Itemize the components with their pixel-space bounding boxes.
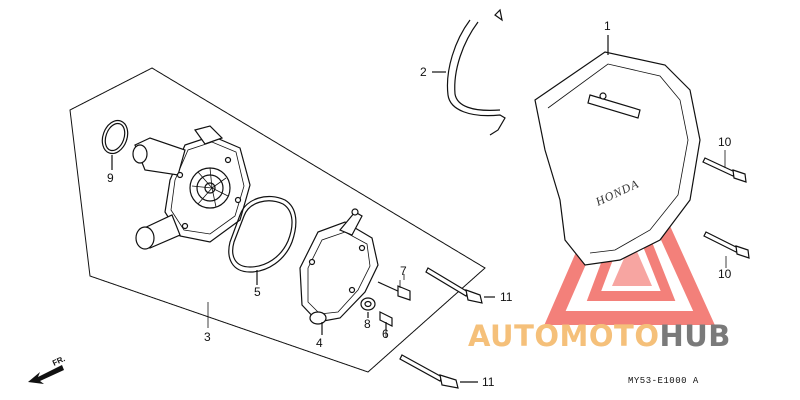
- watermark-text-secondary: HUB: [659, 319, 731, 353]
- pump-assembly-outline: [69, 67, 486, 373]
- callout-6: 6: [382, 327, 389, 341]
- long-bolt-lower-part-11: [399, 354, 478, 389]
- callout-5: 5: [254, 285, 261, 299]
- leader-lines: [207, 274, 405, 338]
- gasket-part-5: [228, 195, 297, 285]
- callout-3: 3: [204, 330, 211, 344]
- callout-11-lower: 11: [482, 375, 495, 389]
- callout-7: 7: [400, 264, 407, 278]
- callout-10-lower: 10: [718, 267, 732, 281]
- cover-part-1: [534, 35, 701, 266]
- o-ring-part-9: [101, 119, 129, 170]
- callout-11-upper: 11: [500, 290, 513, 304]
- callout-4: 4: [316, 336, 323, 350]
- pump-cover-part-4: [299, 208, 379, 335]
- watermark-logo: AUTOMOTOHUB: [468, 316, 794, 356]
- bolt-part-6: [379, 311, 393, 330]
- long-bolt-upper-part-11: [425, 267, 495, 304]
- diagram-code: MY53-E1000 A: [628, 376, 699, 386]
- watermark-text-primary: AUTOMOTO: [468, 319, 660, 353]
- front-direction-label: FR.: [51, 354, 66, 368]
- bolt-lower-part-10: [703, 231, 750, 268]
- callout-10-upper: 10: [718, 135, 732, 149]
- water-pump-body: [132, 125, 251, 250]
- callout-8: 8: [364, 317, 371, 331]
- callout-1: 1: [604, 19, 611, 33]
- washer-part-8: [360, 297, 376, 318]
- bracket-part-2: [432, 8, 506, 136]
- bolt-part-7: [377, 280, 411, 301]
- front-direction-arrow-icon: [28, 365, 64, 384]
- callout-9: 9: [107, 171, 114, 185]
- bolt-upper-part-10: [702, 150, 747, 183]
- callout-2: 2: [420, 65, 427, 79]
